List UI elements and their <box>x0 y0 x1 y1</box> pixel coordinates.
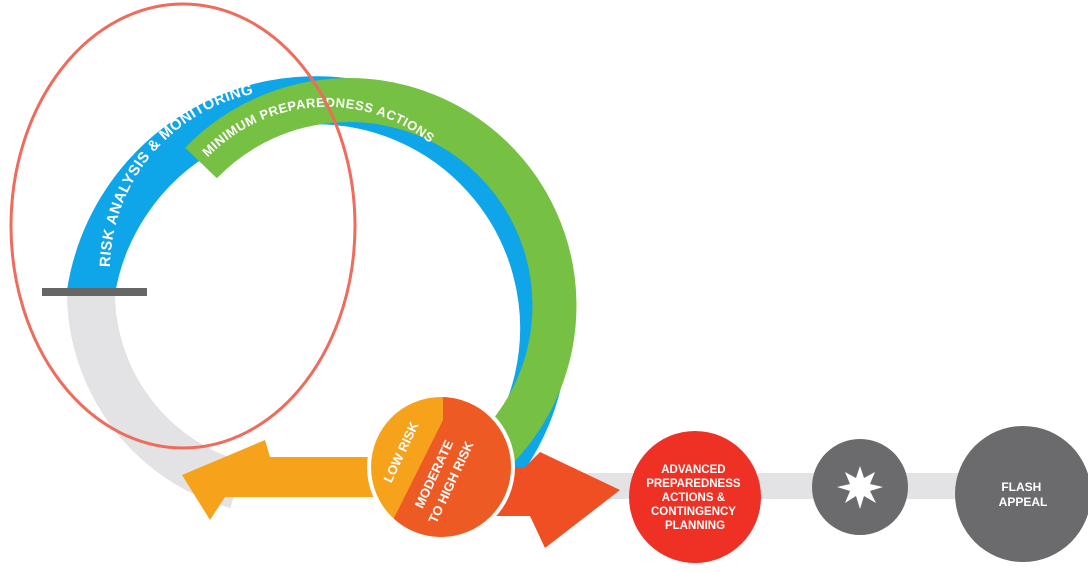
low-risk-return-arrow <box>182 440 400 520</box>
flash-appeal-label: FLASH APPEAL <box>999 480 1048 509</box>
explosion-burst-icon <box>837 466 883 509</box>
highlight-annotation-ellipse <box>9 2 357 450</box>
gray-cycle-arc <box>66 291 244 509</box>
advanced-preparedness-circle <box>629 431 761 563</box>
high-risk-forward-arrow <box>492 452 620 548</box>
flash-appeal-circle <box>955 426 1088 562</box>
minimum-preparedness-arc <box>185 78 577 464</box>
cycle-start-marker <box>42 288 147 296</box>
advanced-preparedness-label: ADVANCED PREPAREDNESS ACTIONS & CONTINGE… <box>646 464 744 532</box>
